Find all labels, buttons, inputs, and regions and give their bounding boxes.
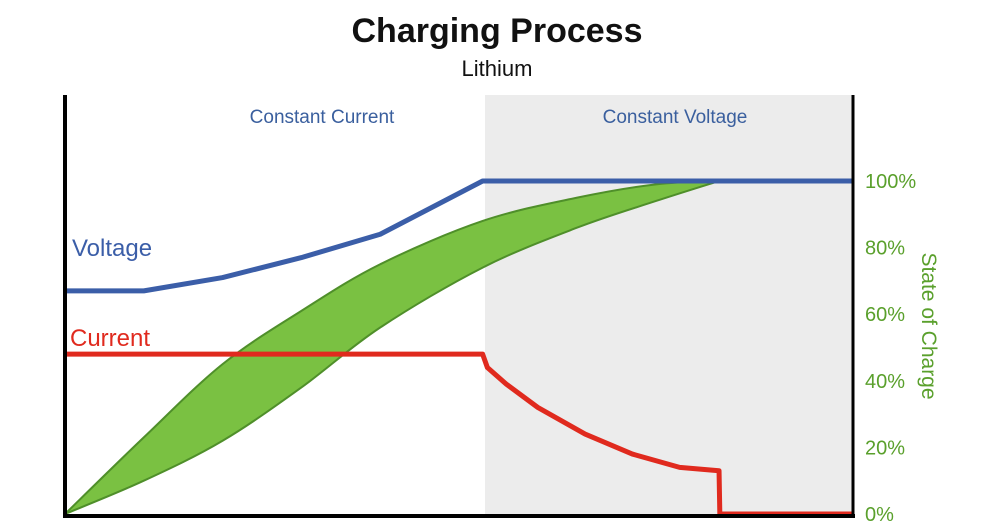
phase-label-constant-voltage: Constant Voltage: [603, 107, 748, 128]
chart-subtitle: Lithium: [462, 56, 533, 81]
chart-title: Charging Process: [352, 12, 643, 50]
y-tick-label: 60%: [865, 304, 905, 326]
y-tick-label: 80%: [865, 238, 905, 260]
voltage-line: [65, 178, 853, 294]
phase-label-constant-current: Constant Current: [250, 107, 395, 128]
series-label-voltage: Voltage: [72, 235, 152, 262]
series-label-current: Current: [70, 325, 150, 352]
y-axis-label: State of Charge: [917, 252, 940, 399]
y-tick-label: 20%: [865, 437, 905, 459]
y-tick-label: 40%: [865, 371, 905, 393]
y-tick-labels: 0% 20% 40% 60% 80% 100%: [865, 171, 916, 524]
y-tick-label: 0%: [865, 504, 894, 524]
constant-voltage-phase-bg: [485, 95, 853, 516]
y-tick-label: 100%: [865, 171, 916, 193]
